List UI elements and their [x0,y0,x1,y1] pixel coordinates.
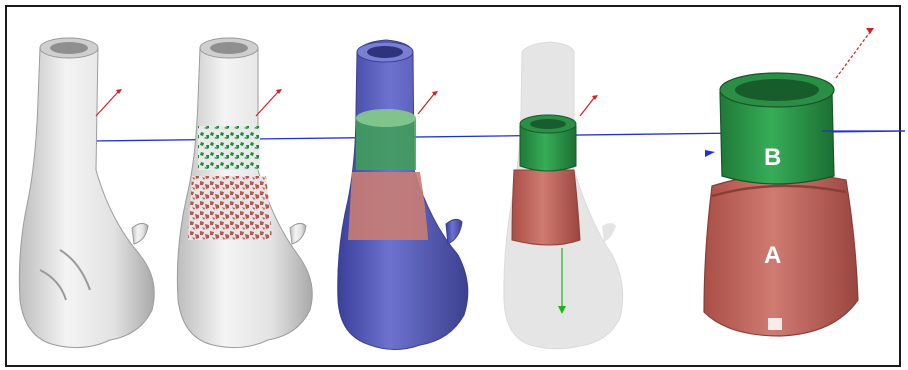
bone-model-2 [177,38,312,348]
red-speckled-region [188,176,272,240]
bone-model-1 [19,38,154,348]
region-a-label: A [764,242,782,270]
bone-model-4 [504,42,623,349]
bone-model-3 [338,40,468,350]
blue-axis-arrowhead [705,150,715,157]
enlarged-segment [704,28,905,336]
red-region-overlay [348,172,428,240]
red-segment-small [512,170,580,245]
green-speckled-region [198,126,260,170]
region-b-label: B [764,144,782,172]
